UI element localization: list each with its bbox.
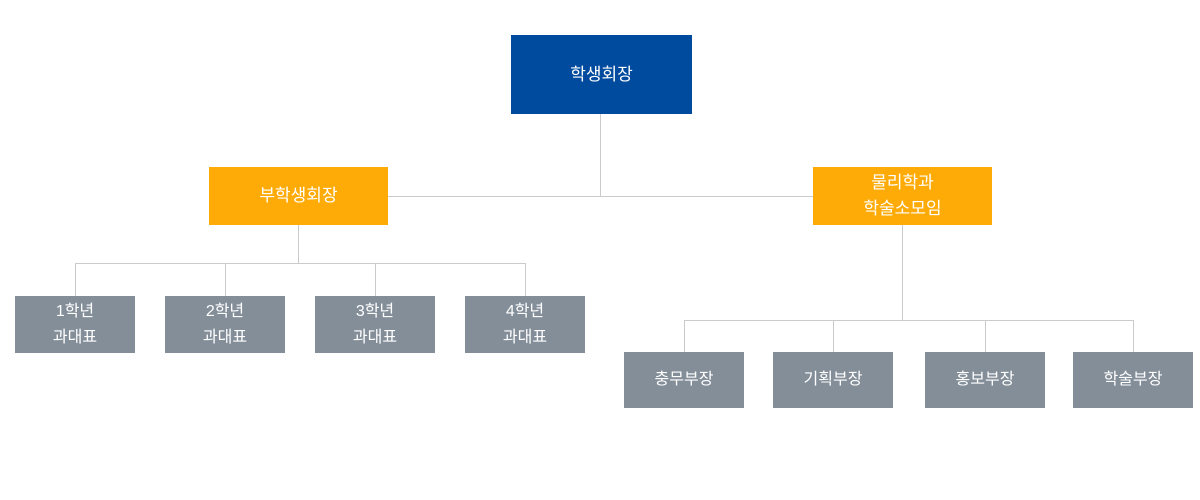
connector-right-head-drop [902, 225, 903, 320]
connector-left-horizontal [75, 263, 525, 264]
connector-right-drop-4 [1133, 320, 1134, 352]
connector-left-drop-2 [225, 263, 226, 296]
connector-left-drop-1 [75, 263, 76, 296]
connector-right-drop-2 [833, 320, 834, 352]
node-year2-rep: 2학년 과대표 [165, 296, 285, 353]
node-year1-rep: 1학년 과대표 [15, 296, 135, 353]
node-pr-head: 홍보부장 [925, 352, 1045, 408]
node-general-affairs-head: 충무부장 [624, 352, 744, 408]
connector-left-drop-3 [375, 263, 376, 296]
connector-root-drop [600, 114, 601, 196]
connector-right-drop-3 [985, 320, 986, 352]
connector-right-horizontal [684, 320, 1133, 321]
node-vice-president: 부학생회장 [209, 167, 388, 225]
connector-left-head-drop [298, 225, 299, 263]
node-year4-rep: 4학년 과대표 [465, 296, 585, 353]
node-academic-head: 학술부장 [1073, 352, 1193, 408]
node-year3-rep: 3학년 과대표 [315, 296, 435, 353]
connector-branch-horizontal [388, 196, 813, 197]
node-physics-academic-club: 물리학과 학술소모임 [813, 167, 992, 225]
node-student-president: 학생회장 [511, 35, 692, 114]
node-planning-head: 기획부장 [773, 352, 893, 408]
connector-right-drop-1 [684, 320, 685, 352]
connector-left-drop-4 [525, 263, 526, 296]
